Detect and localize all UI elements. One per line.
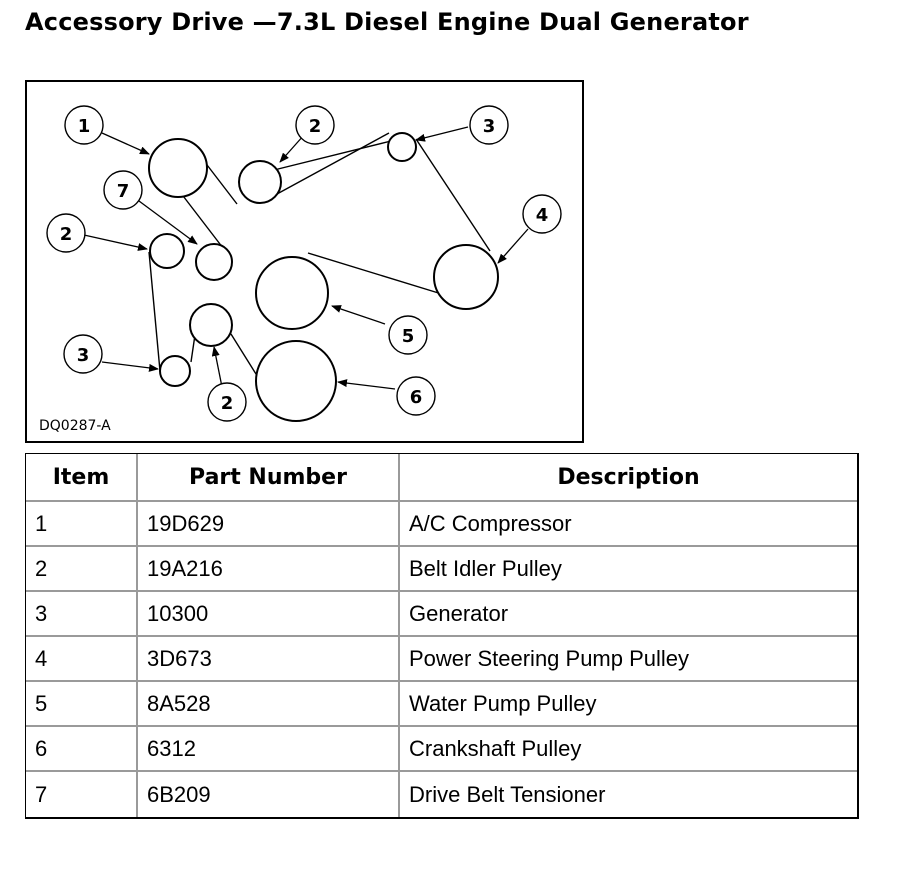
table-row: 5 8A528 Water Pump Pulley bbox=[26, 682, 857, 727]
svg-text:7: 7 bbox=[117, 181, 130, 202]
upper-belt-segment bbox=[203, 160, 238, 205]
parts-table: Item Part Number Description 1 19D629 A/… bbox=[25, 453, 859, 819]
svg-text:6: 6 bbox=[410, 387, 423, 408]
column-header-part-number: Part Number bbox=[138, 454, 400, 502]
upper-belt-segment bbox=[415, 138, 491, 252]
upper-belt-segment bbox=[273, 140, 392, 171]
callout-3: 3 bbox=[63, 334, 103, 374]
description-cell: Crankshaft Pulley bbox=[400, 727, 857, 772]
table-row: 6 6312 Crankshaft Pulley bbox=[26, 727, 857, 772]
svg-text:4: 4 bbox=[536, 205, 549, 226]
svg-text:5: 5 bbox=[402, 326, 415, 347]
ac-compressor-pulley bbox=[148, 138, 208, 198]
upper-belt-segment bbox=[307, 252, 446, 296]
item-cell: 1 bbox=[26, 502, 138, 547]
svg-text:2: 2 bbox=[309, 116, 322, 137]
lower-idler-pulley bbox=[189, 303, 233, 347]
table-row: 7 6B209 Drive Belt Tensioner bbox=[26, 772, 857, 817]
callout-3: 3 bbox=[469, 105, 509, 145]
item-cell: 3 bbox=[26, 592, 138, 637]
callout-2: 2 bbox=[46, 213, 86, 253]
svg-text:3: 3 bbox=[77, 345, 90, 366]
item-cell: 7 bbox=[26, 772, 138, 817]
table-row: 2 19A216 Belt Idler Pulley bbox=[26, 547, 857, 592]
power-steering-pump-pulley bbox=[433, 244, 499, 310]
left-idler-pulley bbox=[149, 233, 185, 269]
part-number-cell: 10300 bbox=[138, 592, 400, 637]
svg-text:1: 1 bbox=[78, 116, 91, 137]
item-cell: 5 bbox=[26, 682, 138, 727]
callout-6: 6 bbox=[396, 376, 436, 416]
part-number-cell: 19A216 bbox=[138, 547, 400, 592]
callout-5: 5 bbox=[388, 315, 428, 355]
item-cell: 2 bbox=[26, 547, 138, 592]
lower-belt-segment bbox=[148, 251, 161, 372]
description-cell: Generator bbox=[400, 592, 857, 637]
diagram-canvas: 1 2 3 4 7 2 5 bbox=[39, 105, 562, 434]
callout-4: 4 bbox=[522, 194, 562, 234]
svg-text:2: 2 bbox=[60, 224, 73, 245]
table-header-row: Item Part Number Description bbox=[26, 454, 857, 502]
table-row: 1 19D629 A/C Compressor bbox=[26, 502, 857, 547]
water-pump-pulley bbox=[255, 256, 329, 330]
description-cell: A/C Compressor bbox=[400, 502, 857, 547]
callout-2: 2 bbox=[295, 105, 335, 145]
lower-generator-pulley bbox=[159, 355, 191, 387]
svg-text:3: 3 bbox=[483, 116, 496, 137]
part-number-cell: 6312 bbox=[138, 727, 400, 772]
figure-code: DQ0287-A bbox=[39, 418, 111, 434]
callout-1: 1 bbox=[64, 105, 104, 145]
callout-2: 2 bbox=[207, 382, 247, 422]
upper-generator-pulley bbox=[387, 132, 417, 162]
upper-idler-pulley bbox=[238, 160, 282, 204]
page-title: Accessory Drive —7.3L Diesel Engine Dual… bbox=[25, 8, 749, 36]
part-number-cell: 6B209 bbox=[138, 772, 400, 817]
item-cell: 6 bbox=[26, 727, 138, 772]
belt-routing-diagram: 1 2 3 4 7 2 5 bbox=[25, 80, 584, 443]
description-cell: Drive Belt Tensioner bbox=[409, 781, 606, 807]
part-number-cell: 3D673 bbox=[138, 637, 400, 682]
callout-7: 7 bbox=[103, 170, 143, 210]
crankshaft-pulley bbox=[255, 340, 337, 422]
part-number-cell: 19D629 bbox=[138, 502, 400, 547]
description-cell: Power Steering Pump Pulley bbox=[400, 637, 857, 682]
part-number-cell: 8A528 bbox=[138, 682, 400, 727]
description-cell: Belt Idler Pulley bbox=[400, 547, 857, 592]
drive-belt-tensioner bbox=[195, 243, 233, 281]
upper-belt-segment bbox=[276, 132, 390, 195]
svg-text:2: 2 bbox=[221, 393, 234, 414]
table-row: 3 10300 Generator bbox=[26, 592, 857, 637]
callout-leaders bbox=[83, 126, 529, 390]
column-header-description: Description bbox=[400, 454, 857, 502]
description-cell: Water Pump Pulley bbox=[400, 682, 857, 727]
column-header-item: Item bbox=[26, 454, 138, 502]
item-cell: 4 bbox=[26, 637, 138, 682]
table-row: 4 3D673 Power Steering Pump Pulley bbox=[26, 637, 857, 682]
